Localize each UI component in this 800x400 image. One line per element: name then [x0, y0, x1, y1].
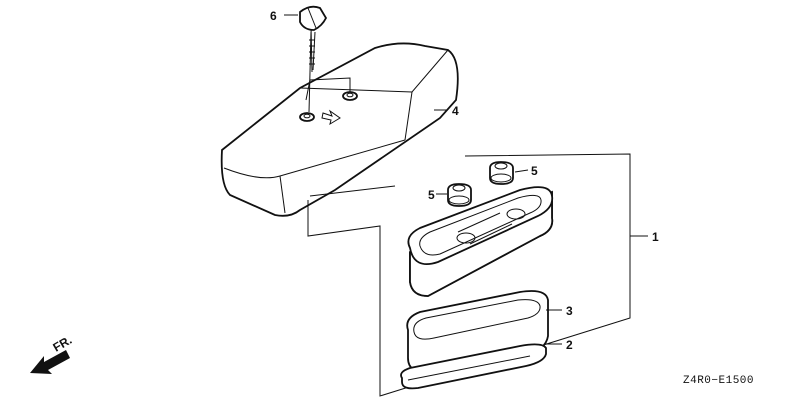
grommet-lower	[447, 183, 472, 207]
assembly-bracket	[307, 153, 631, 397]
grommet-upper	[489, 161, 514, 185]
front-label: FR.	[51, 333, 75, 355]
callout-5-upper: 5	[531, 164, 538, 178]
callout-1: 1	[652, 230, 659, 244]
air-filter-element	[407, 186, 554, 297]
front-arrow-icon	[30, 350, 70, 374]
air-cleaner-cover	[220, 42, 459, 217]
callout-3: 3	[566, 304, 573, 318]
callout-4: 4	[452, 104, 459, 118]
callout-6: 6	[270, 9, 277, 23]
gasket	[400, 343, 547, 390]
callout-2: 2	[566, 338, 573, 352]
wing-bolt	[299, 5, 328, 113]
diagram-code: Z4R0−E1500	[683, 375, 754, 387]
callout-5-lower: 5	[428, 188, 435, 202]
front-direction-marker: FR.	[30, 333, 74, 374]
